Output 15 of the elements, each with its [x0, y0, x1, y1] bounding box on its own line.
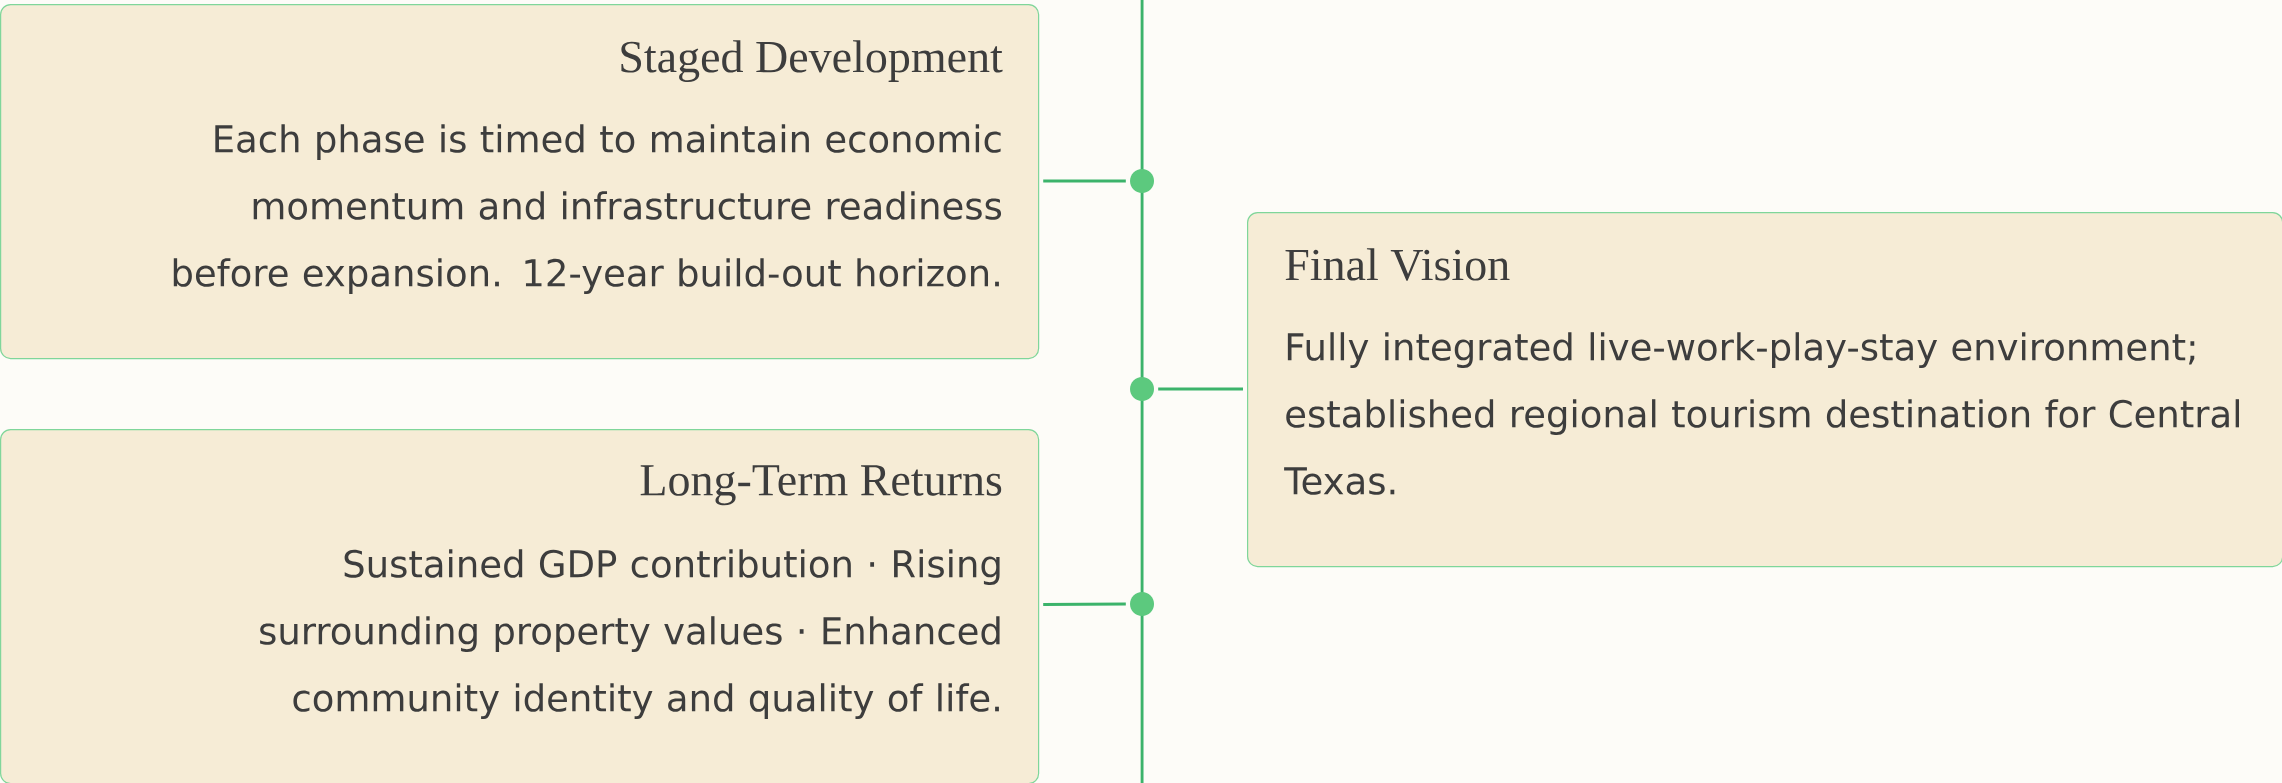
- timeline-dot: [1130, 377, 1154, 401]
- text-card: [0, 4, 1040, 360]
- connector-line: [1043, 179, 1126, 183]
- card-text: Fully integrated live-work-play-stay environment; established regional tourism destination for Central Texas.: [1284, 332, 2239, 495]
- card-title: Final Vision: [1285, 248, 1510, 281]
- connector-line: [1158, 387, 1243, 391]
- card-title: Long-Term Returns: [640, 465, 1002, 506]
- card-title: Staged Development: [621, 40, 1003, 83]
- connector-line: [1043, 602, 1126, 606]
- timeline-dot: [1130, 169, 1154, 193]
- timeline-dot: [1130, 592, 1154, 616]
- text-card: [0, 429, 1040, 783]
- text-card: [1247, 212, 2282, 568]
- card-text: Sustained GDP contribution · Rising surrounding property values · Enhanced community identity and quality of life.: [260, 549, 1000, 719]
- card-text: Each phase is timed to maintain economic momentum and infrastructure readiness before expansion. 12-year build-out horizon.: [173, 124, 1002, 294]
